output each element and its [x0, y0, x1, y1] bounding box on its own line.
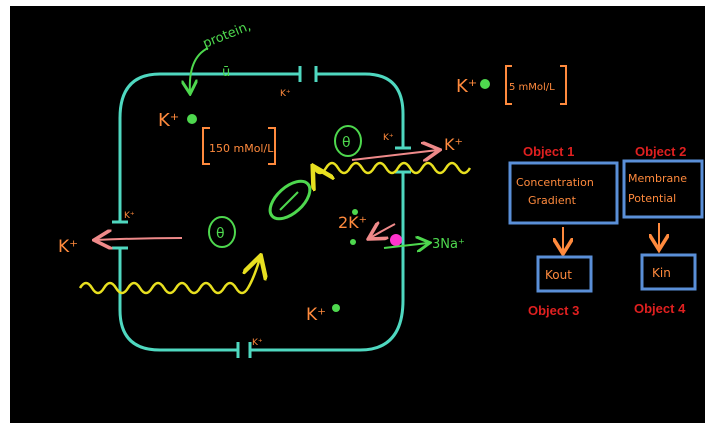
inside-k-ion: K⁺ — [158, 110, 179, 131]
pump-anion-dot-1 — [352, 209, 358, 215]
object-3-box[interactable] — [536, 255, 593, 293]
left-channel-tag: K⁺ — [124, 211, 135, 221]
cell-membrane — [118, 72, 405, 352]
object-2-box[interactable] — [622, 159, 704, 219]
top-channel-tag: K⁺ — [280, 89, 291, 99]
bottom-channel-tag: K⁺ — [252, 338, 263, 348]
object-4-title: Object 4 — [634, 301, 686, 316]
pump-k-label: 2K⁺ — [338, 213, 367, 232]
anion-dot — [187, 114, 197, 124]
outside-concentration: 5 mMol/L — [509, 82, 555, 93]
left-wave-squiggle — [78, 258, 260, 295]
pump-k-arrow — [370, 224, 396, 238]
left-efflux-k: K⁺ — [58, 237, 78, 257]
bottom-k-ion: K⁺ — [306, 305, 326, 325]
protein-ellipse-line — [279, 191, 299, 211]
outside-conc-bracket-right — [560, 65, 567, 105]
object-4-text: Kin — [652, 266, 671, 280]
right-efflux-k: K⁺ — [444, 135, 463, 154]
anion-symbol-left: θ — [216, 226, 225, 242]
object-3-text: Kout — [545, 268, 572, 282]
object-2-text-line2: Potential — [628, 192, 676, 205]
bottom-anion-dot — [332, 304, 340, 312]
pump-anion-dot-2 — [350, 239, 356, 245]
top-channel — [298, 66, 318, 82]
anion-circle-top — [334, 125, 362, 157]
outside-anion-dot — [480, 79, 490, 89]
object-2-title: Object 2 — [635, 144, 686, 159]
outside-k-ion: K⁺ — [456, 76, 477, 97]
object-1-title: Object 1 — [523, 144, 574, 159]
left-channel — [112, 220, 128, 250]
bottom-channel — [236, 342, 252, 358]
right-channel — [395, 146, 411, 174]
na-k-pump — [390, 234, 402, 246]
inside-conc-bracket-right — [268, 127, 276, 165]
pump-na-arrow — [383, 243, 428, 248]
right-channel-tag: K⁺ — [383, 133, 394, 143]
right-wave-squiggle — [314, 161, 472, 173]
left-efflux-arrow — [96, 238, 183, 240]
protein-pointer-arrow — [190, 47, 209, 92]
anion-circle-left — [208, 216, 236, 248]
outside-conc-bracket-left — [505, 65, 512, 105]
protein-ellipse — [268, 179, 312, 221]
right-efflux-arrow — [351, 150, 438, 160]
anion-symbol-top: θ — [342, 135, 351, 151]
protein-label: protein, — [201, 19, 253, 52]
pump-na-label: 3Na⁺ — [432, 237, 465, 252]
object-1-box[interactable] — [508, 161, 619, 225]
object-2-text-line1: Membrane — [628, 172, 687, 185]
inside-conc-bracket-left — [202, 127, 210, 165]
inside-concentration: 150 mMol/L — [209, 142, 274, 155]
object-1-text-line1: Concentration — [516, 176, 594, 189]
object-3-title: Object 3 — [528, 303, 579, 318]
object-1-text-line2: Gradient — [528, 194, 577, 207]
protein-charge: ū — [222, 65, 230, 80]
object-4-box[interactable] — [640, 253, 697, 291]
